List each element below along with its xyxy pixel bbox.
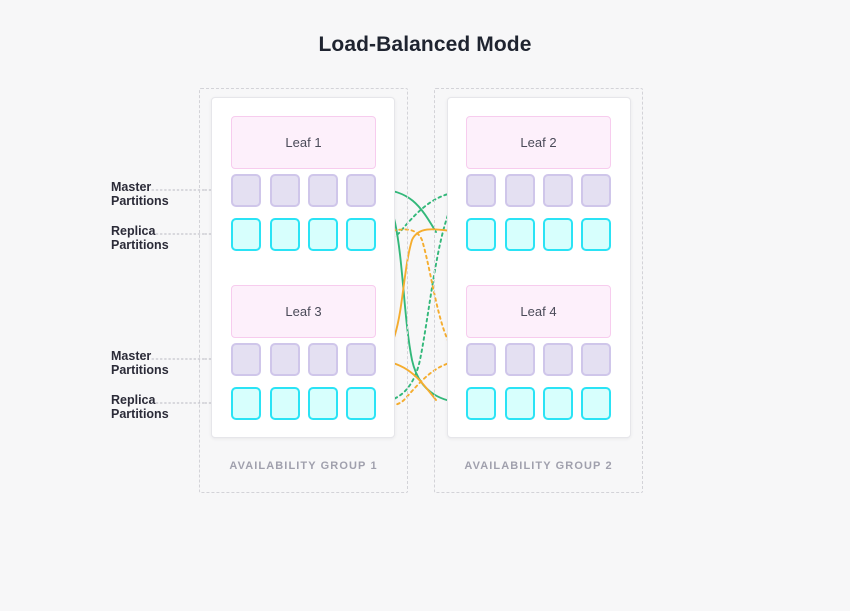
master-partitions-label-bottom-line1: Master xyxy=(111,349,152,363)
leaf-1-replica-partition-4[interactable] xyxy=(346,218,376,251)
master-partitions-label-bottom: Master Partitions xyxy=(111,349,201,377)
master-partitions-label-top-line2: Partitions xyxy=(111,194,169,208)
leaf-3-replica-partition-2[interactable] xyxy=(270,387,300,420)
leaf-1-master-partition-3[interactable] xyxy=(308,174,338,207)
leaf-4-master-partition-2[interactable] xyxy=(505,343,535,376)
replica-partitions-label-top-line1: Replica xyxy=(111,224,156,238)
leaf-4-master-partition-1[interactable] xyxy=(466,343,496,376)
leaf-2-replica-partition-4[interactable] xyxy=(581,218,611,251)
leaf-1-replica-partition-3[interactable] xyxy=(308,218,338,251)
availability-group-2-caption: AVAILABILITY GROUP 2 xyxy=(464,460,613,472)
replica-partitions-label-bottom: Replica Partitions xyxy=(111,393,201,421)
leaf-1-replica-partition-2[interactable] xyxy=(270,218,300,251)
replica-partitions-label-bottom-line2: Partitions xyxy=(111,407,169,421)
leaf-3-replica-partition-4[interactable] xyxy=(346,387,376,420)
availability-group-2-container xyxy=(434,88,643,493)
leaf-2-master-partition-3[interactable] xyxy=(543,174,573,207)
replica-partitions-label-top-line2: Partitions xyxy=(111,238,169,252)
page-title: Load-Balanced Mode xyxy=(318,33,532,56)
replica-partitions-label-top: Replica Partitions xyxy=(111,224,201,252)
leaf-2-replica-partition-1[interactable] xyxy=(466,218,496,251)
leaf-3-replica-partition-1[interactable] xyxy=(231,387,261,420)
leaf-3-replica-partition-3[interactable] xyxy=(308,387,338,420)
master-partitions-label-bottom-line2: Partitions xyxy=(111,363,169,377)
master-partitions-label-top: Master Partitions xyxy=(111,180,201,208)
availability-group-1-container xyxy=(199,88,408,493)
leaf-1-master-partition-2[interactable] xyxy=(270,174,300,207)
leaf-2-master-partition-1[interactable] xyxy=(466,174,496,207)
leaf-4-master-partition-4[interactable] xyxy=(581,343,611,376)
leaf-2-replica-partition-3[interactable] xyxy=(543,218,573,251)
leaf-1-block[interactable]: Leaf 1 xyxy=(231,116,376,169)
leaf-1-master-partition-4[interactable] xyxy=(346,174,376,207)
leaf-4-replica-partition-4[interactable] xyxy=(581,387,611,420)
leaf-2-master-partition-4[interactable] xyxy=(581,174,611,207)
leaf-1-master-partition-1[interactable] xyxy=(231,174,261,207)
leaf-3-master-partition-1[interactable] xyxy=(231,343,261,376)
leaf-1-replica-partition-1[interactable] xyxy=(231,218,261,251)
leaf-4-block[interactable]: Leaf 4 xyxy=(466,285,611,338)
replica-partitions-label-bottom-line1: Replica xyxy=(111,393,156,407)
leaf-2-master-partition-2[interactable] xyxy=(505,174,535,207)
leaf-4-replica-partition-3[interactable] xyxy=(543,387,573,420)
master-partitions-label-top-line1: Master xyxy=(111,180,152,194)
leaf-3-master-partition-3[interactable] xyxy=(308,343,338,376)
leaf-2-block[interactable]: Leaf 2 xyxy=(466,116,611,169)
leaf-3-master-partition-4[interactable] xyxy=(346,343,376,376)
leaf-4-master-partition-3[interactable] xyxy=(543,343,573,376)
leaf-4-replica-partition-1[interactable] xyxy=(466,387,496,420)
leaf-4-replica-partition-2[interactable] xyxy=(505,387,535,420)
leaf-2-replica-partition-2[interactable] xyxy=(505,218,535,251)
leaf-3-master-partition-2[interactable] xyxy=(270,343,300,376)
availability-group-1-caption: AVAILABILITY GROUP 1 xyxy=(229,460,378,472)
leaf-3-block[interactable]: Leaf 3 xyxy=(231,285,376,338)
